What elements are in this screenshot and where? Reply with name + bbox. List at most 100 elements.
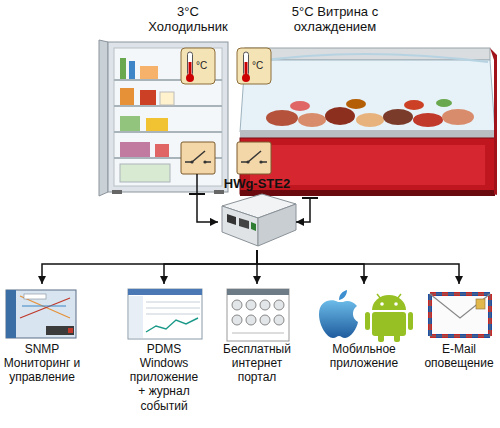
thermometer-icon-part — [189, 62, 192, 76]
portal-screenshot-part — [227, 289, 289, 295]
android-logo-part — [372, 295, 406, 310]
display-case-illustration-part — [404, 100, 424, 110]
switch-icon-part — [196, 174, 198, 194]
snmp-screenshot-part — [46, 326, 74, 335]
display-case-illustration-part — [252, 54, 488, 62]
fridge-illustration-part — [140, 66, 158, 79]
pdms-screenshot — [128, 289, 202, 339]
fridge-illustration-part — [129, 61, 135, 79]
android-logo-part — [394, 334, 400, 342]
device-illustration-part — [258, 204, 296, 246]
fridge-illustration-part — [160, 92, 174, 105]
thermometer-icon-part — [242, 74, 250, 82]
fridge-illustration-part — [155, 144, 169, 157]
android-logo-part — [380, 302, 384, 306]
envelope-icon-part — [430, 294, 490, 318]
node-heading: HWg-STE2 — [218, 176, 296, 191]
fridge-illustration-part — [214, 190, 224, 194]
portal-screenshot-part — [274, 300, 284, 310]
node-label: PDMS Windows приложение + журнал событий — [127, 342, 201, 413]
portal-screenshot-part — [232, 333, 284, 334]
fridge-illustration-part — [114, 131, 222, 133]
fridge-illustration-part — [112, 190, 122, 194]
fridge-illustration-part — [108, 42, 228, 192]
portal-screenshot-part — [274, 315, 284, 325]
output-node: E-Mail оповещение — [418, 284, 500, 424]
portal-screenshot-part — [232, 300, 242, 310]
thermometer-icon-part — [245, 62, 248, 76]
display-case-illustration-part — [298, 113, 326, 127]
display-case-illustration-part — [490, 48, 497, 195]
portal-screenshot-part — [260, 315, 270, 325]
fridge-illustration-part — [140, 90, 156, 105]
portal-screenshot-part — [232, 315, 242, 325]
portal-screenshot-part — [260, 300, 270, 310]
android-logo-part — [378, 334, 384, 342]
device-illustration-part — [251, 222, 256, 231]
switch-icon-part — [237, 142, 271, 174]
pdms-screenshot-part — [146, 318, 198, 332]
node-label: Бесплатный интернет портал — [220, 342, 294, 384]
android-logo-part — [394, 302, 398, 306]
fridge-illustration-part — [114, 48, 222, 186]
display-case-illustration — [240, 48, 497, 196]
display-case-illustration-part — [442, 109, 474, 125]
thermometer-icon — [181, 48, 215, 84]
apple-logo-part — [319, 300, 358, 338]
pdms-screenshot-part — [146, 302, 200, 303]
android-logo-part — [377, 294, 381, 299]
device-illustration-part — [222, 206, 258, 246]
apple-logo — [319, 290, 358, 338]
device-node: HWg-STE2 — [218, 176, 296, 250]
display-case-node: 5°C Витрина с охлаждением — [235, 4, 497, 198]
output-node: Мобильное приложение — [312, 284, 416, 424]
snmp-screenshot-part — [20, 298, 70, 318]
switch-icon-part — [248, 151, 261, 162]
display-case-illustration-part — [436, 99, 452, 107]
node-label: E-Mail оповещение — [419, 342, 499, 370]
unit-label: °C — [252, 61, 263, 71]
connector-arrow — [164, 250, 257, 284]
fridge-illustration — [99, 40, 228, 196]
snmp-screenshot-part — [68, 328, 73, 333]
snmp-screenshot-part — [22, 305, 66, 306]
pdms-screenshot-part — [146, 314, 200, 315]
snmp-screenshot-part — [24, 294, 46, 299]
unit-label: °C — [196, 61, 207, 71]
envelope-icon-part — [430, 294, 490, 336]
connector-arrow — [257, 250, 364, 284]
display-case-illustration-part — [240, 60, 495, 132]
thermometer-icon — [237, 48, 271, 84]
connector-arrow — [42, 250, 257, 284]
switch-icon-part — [302, 197, 318, 199]
envelope-icon-part — [476, 299, 485, 309]
android-logo-part — [372, 312, 406, 336]
portal-screenshot — [227, 289, 289, 341]
android-logo-part — [365, 312, 370, 330]
device-illustration-part — [239, 218, 249, 229]
connector-arrow — [256, 250, 258, 284]
switch-icon-part — [246, 160, 249, 163]
portal-screenshot-part — [246, 300, 256, 310]
display-case-illustration-part — [240, 130, 495, 138]
display-case-illustration-part — [383, 109, 413, 125]
fridge-node: 3°C Холодильник — [105, 4, 230, 194]
fridge-illustration-part — [146, 118, 168, 131]
thermometer-icon-part — [188, 52, 193, 76]
switch-icon-part — [203, 160, 206, 163]
fridge-illustration-part — [120, 164, 170, 182]
apple-logo-part — [339, 290, 347, 300]
envelope-icon-part — [430, 294, 490, 336]
switch-icon-part — [259, 160, 262, 163]
device-illustration-part — [227, 214, 236, 225]
android-logo-part — [408, 312, 413, 330]
fridge-illustration-part — [120, 142, 150, 157]
display-case-illustration-part — [266, 110, 298, 126]
fridge-illustration-part — [99, 40, 108, 196]
connector-arrow — [197, 194, 218, 222]
output-node: PDMS Windows приложение + журнал событий — [121, 284, 207, 424]
node-label: SNMP Мониторинг и управление — [0, 342, 84, 384]
android-logo-part — [397, 294, 401, 299]
display-case-illustration-part — [290, 101, 310, 111]
display-case-illustration-part — [325, 107, 355, 125]
